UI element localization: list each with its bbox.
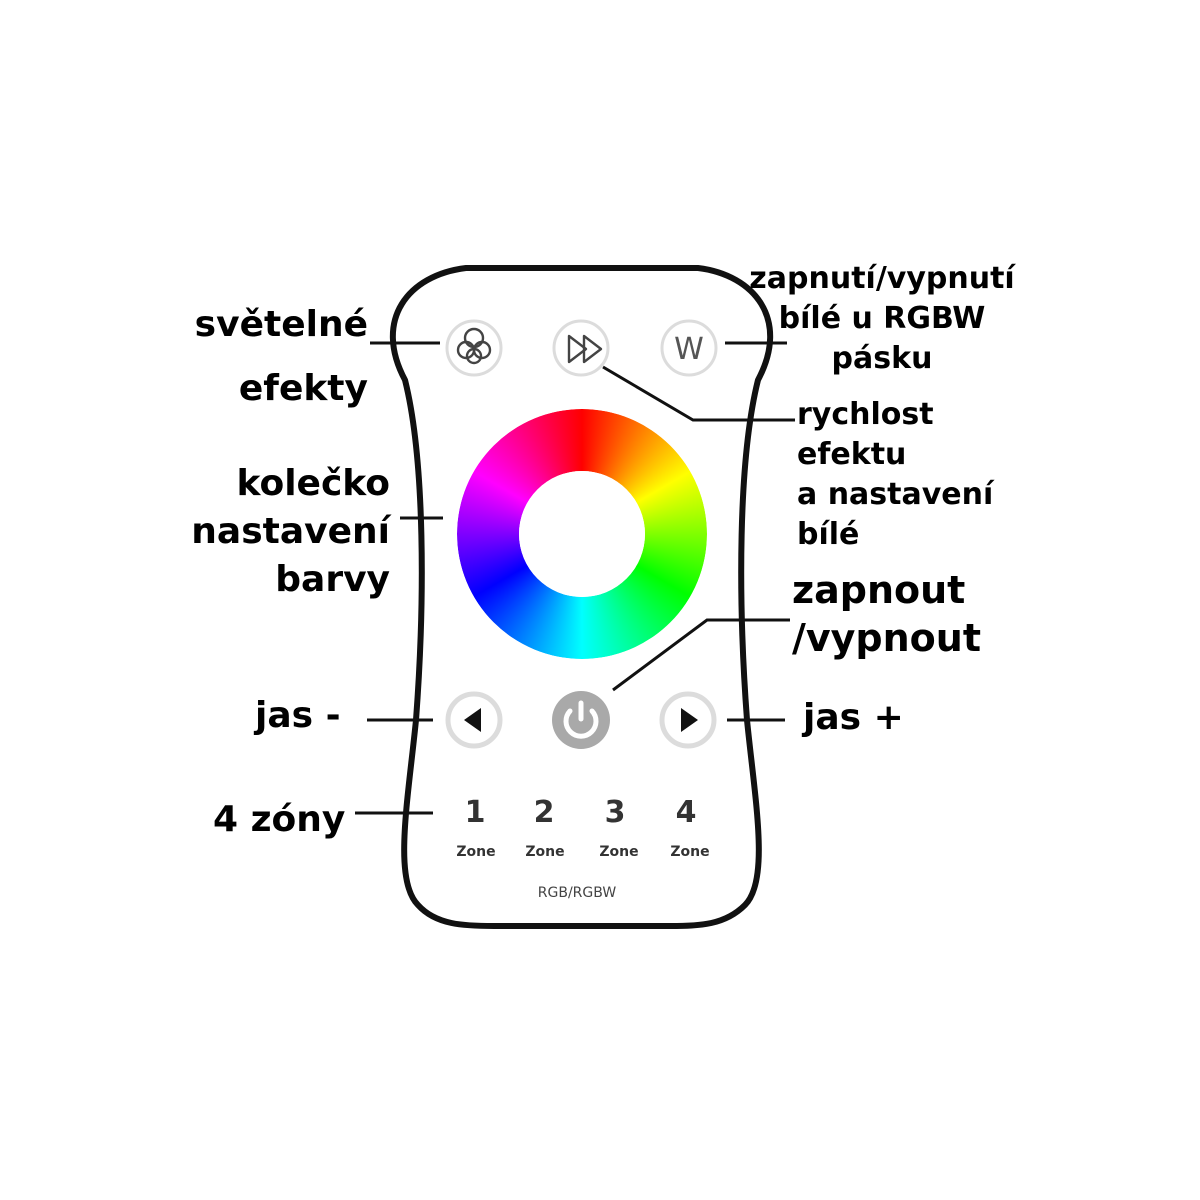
w-glyph: W [674,332,704,367]
annotation-line: efektu [797,437,907,472]
power-annotation: zapnout /vypnout [792,568,981,664]
leader-lines [355,341,795,815]
power-icon [563,700,599,739]
annotation-line: bílé [797,517,860,552]
zone-button-1[interactable]: 1 Zone [456,795,495,860]
brightness-down-button[interactable] [445,691,503,749]
annotation-line: barvy [275,559,390,600]
zone-label: Zone [670,844,709,860]
annotation-line: a nastavení [797,477,994,512]
annotation-line: zapnout [792,568,966,612]
triangle-right-icon [681,708,698,732]
color-wheel-annotation: kolečko nastavení barvy [180,460,390,604]
brightness-up-button[interactable] [659,691,717,749]
white-toggle-button[interactable]: W [660,319,718,377]
brightness-down-annotation: jas - [255,695,341,736]
effects-button[interactable] [445,319,503,377]
annotation-line: nastavení [191,511,390,552]
effects-annotation: světelné efekty [190,305,368,433]
leader-speed [602,365,795,422]
annotation-line: kolečko [236,463,390,504]
triangle-left-icon [464,708,481,732]
zone-number: 2 [534,795,555,830]
zone-button-4[interactable]: 4 Zone [670,795,709,860]
zone-button-2[interactable]: 2 Zone [525,795,564,860]
brightness-up-annotation: jas + [803,697,904,738]
remote-body-outline [389,265,774,929]
speed-button[interactable] [552,319,610,377]
zone-number: 3 [605,795,626,830]
annotation-line: /vypnout [792,616,981,660]
zones-annotation: 4 zóny [213,799,346,840]
zone-number: 1 [465,795,486,830]
zone-button-3[interactable]: 3 Zone [599,795,638,860]
white-toggle-annotation: zapnutí/vypnutí bílé u RGBW pásku [746,262,1018,382]
power-button[interactable] [552,691,610,749]
color-wheel-center [519,471,645,597]
zone-label: Zone [525,844,564,860]
zone-label: Zone [456,844,495,860]
zone-label: Zone [599,844,638,860]
leader-power [612,618,790,692]
annotation-line: zapnutí/vypnutí [749,261,1015,296]
annotation-line: světelné [194,304,368,345]
annotation-line: pásku [831,341,933,376]
speed-annotation: rychlost efektu a nastavení bílé [797,398,993,558]
fast-forward-icon [567,334,603,364]
cloud-icon [456,327,492,365]
annotation-line: bílé u RGBW [778,301,986,336]
zone-number: 4 [676,795,697,830]
model-label: RGB/RGBW [538,885,617,901]
annotation-line: efekty [238,368,368,409]
annotation-line: rychlost [797,397,934,432]
